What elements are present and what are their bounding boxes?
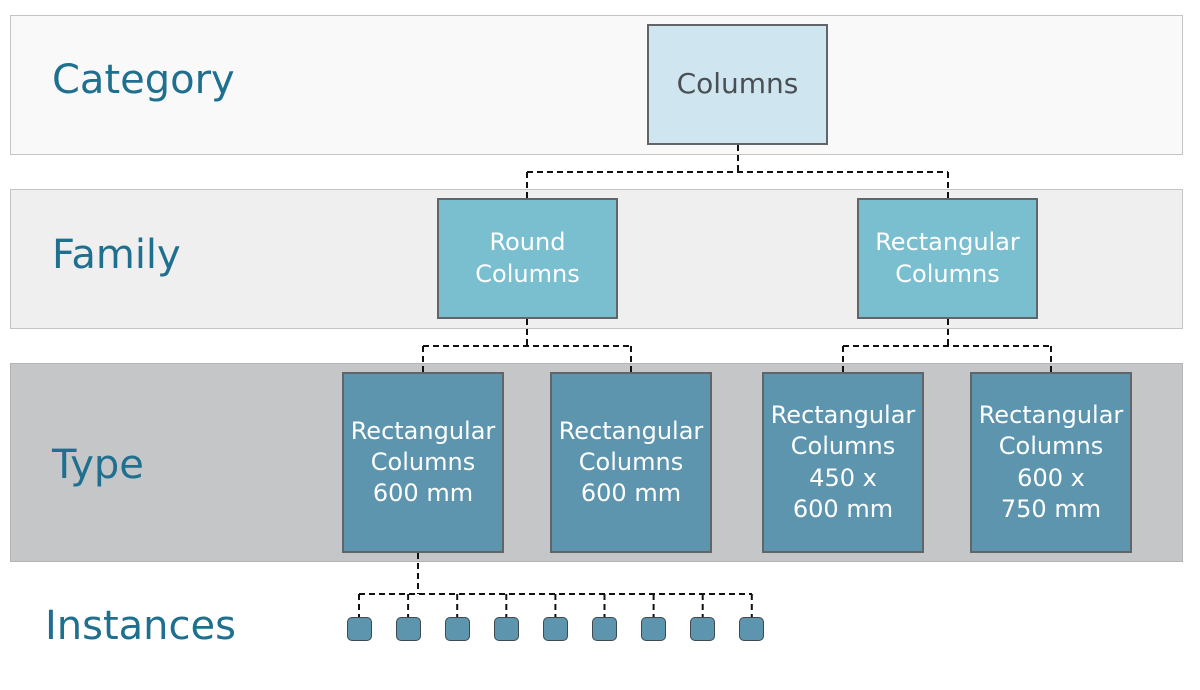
instance-5 bbox=[542, 617, 568, 641]
type-node-3: Rectangular Columns 450 x 600 mm bbox=[762, 372, 924, 553]
instance-3 bbox=[444, 617, 470, 641]
instance-6 bbox=[592, 617, 617, 641]
level-label-category: Category bbox=[52, 57, 235, 103]
level-label-instances: Instances bbox=[45, 603, 236, 649]
instance-7 bbox=[641, 617, 667, 641]
type-node-label: Rectangular Columns 600 mm bbox=[558, 416, 704, 508]
category-band bbox=[10, 15, 1183, 155]
family-node-label: Rectangular Columns bbox=[875, 228, 1020, 288]
instance-2 bbox=[395, 617, 421, 641]
family-node-rectangular-columns: Rectangular Columns bbox=[857, 198, 1038, 319]
type-node-2: Rectangular Columns 600 mm bbox=[550, 372, 712, 553]
family-node-label: Round Columns bbox=[475, 228, 580, 288]
instance-9 bbox=[739, 617, 765, 641]
category-node-columns: Columns bbox=[647, 24, 828, 145]
family-node-round-columns: Round Columns bbox=[437, 198, 618, 319]
instance-drop-lines bbox=[358, 594, 753, 617]
instance-8 bbox=[690, 617, 716, 641]
type-node-label: Rectangular Columns 600 mm bbox=[350, 416, 496, 508]
level-label-family: Family bbox=[52, 232, 181, 278]
level-label-type: Type bbox=[52, 442, 144, 488]
type-node-label: Rectangular Columns 600 x 750 mm bbox=[978, 401, 1124, 523]
instance-1 bbox=[346, 617, 372, 641]
type-node-4: Rectangular Columns 600 x 750 mm bbox=[970, 372, 1132, 553]
instance-4 bbox=[493, 617, 519, 641]
category-node-label: Columns bbox=[676, 67, 799, 101]
type-node-label: Rectangular Columns 450 x 600 mm bbox=[770, 401, 916, 523]
type-node-1: Rectangular Columns 600 mm bbox=[342, 372, 504, 553]
